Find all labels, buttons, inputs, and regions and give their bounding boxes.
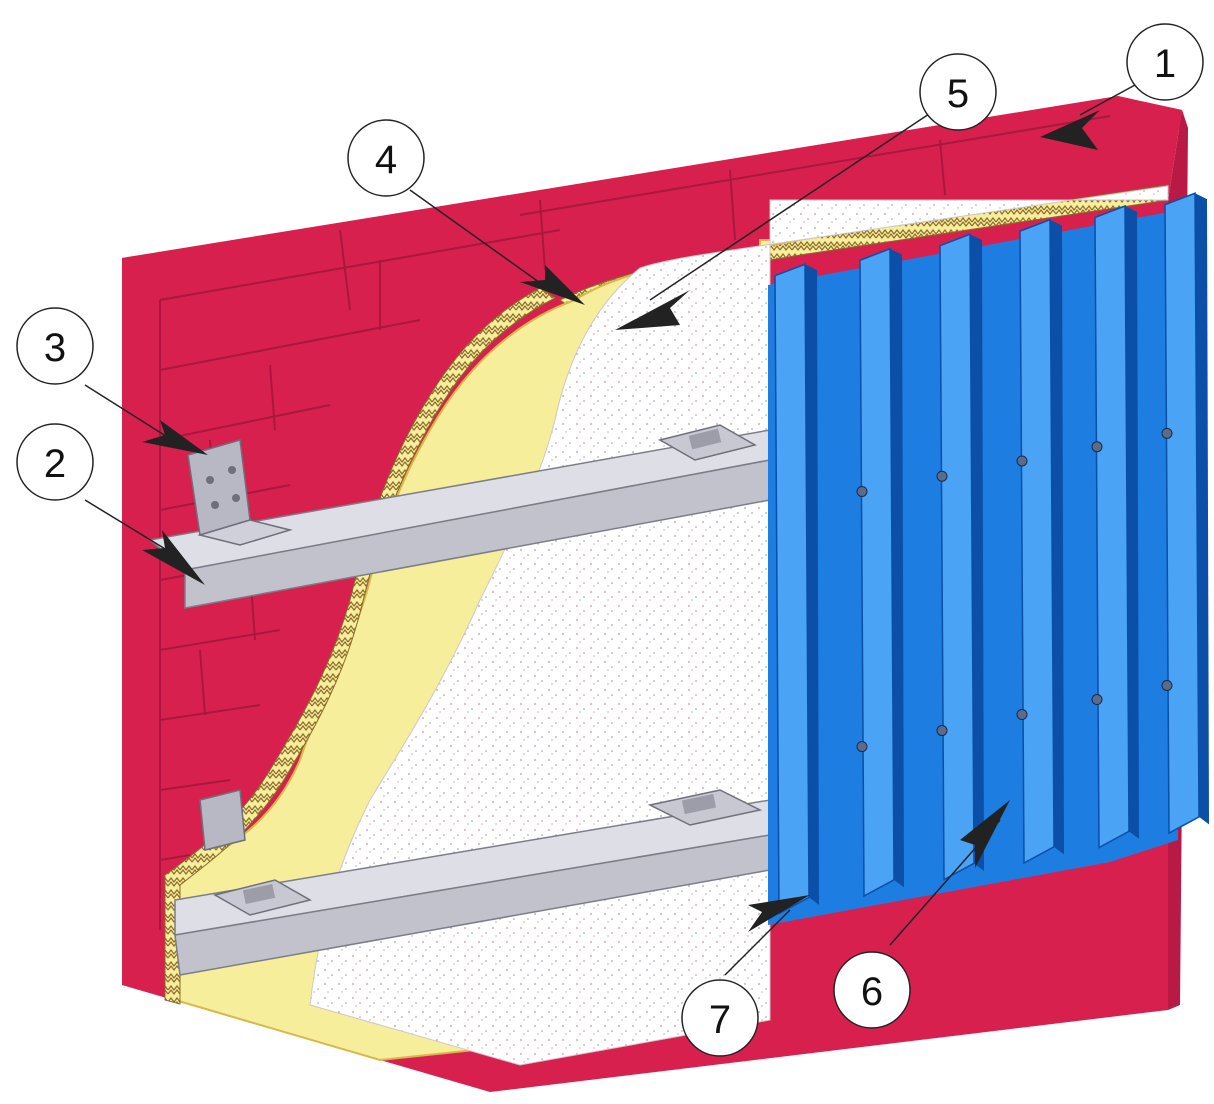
svg-text:2: 2 <box>44 442 66 486</box>
cladding-rib-shadow <box>890 248 904 888</box>
wall-bracket-upper <box>187 439 293 546</box>
callout-5: 5 <box>919 53 997 131</box>
cladding-screw <box>1016 455 1028 467</box>
svg-text:6: 6 <box>861 970 883 1014</box>
cladding-rib-shadow <box>970 234 984 871</box>
wall-bracket-lower <box>199 789 246 851</box>
callout-6: 6 <box>833 951 911 1029</box>
callout-4: 4 <box>347 119 425 197</box>
arrow-2 <box>142 530 205 585</box>
bracket-clip-upper-1 <box>658 424 757 461</box>
profiled-cladding-sheet <box>768 192 1209 925</box>
cladding-rib <box>939 233 975 881</box>
cladding-rib-shadow <box>1195 193 1209 825</box>
cladding-screw <box>1091 441 1103 453</box>
cladding-rib <box>1094 204 1130 849</box>
bracket-clip-lower-1 <box>647 789 763 826</box>
svg-text:3: 3 <box>44 326 66 370</box>
leader-lines <box>84 84 1136 976</box>
callout-1: 1 <box>1126 23 1204 101</box>
cladding-rib <box>1164 192 1200 835</box>
cladding-rib-shadow <box>1125 206 1139 839</box>
cladding-rib <box>774 263 810 915</box>
svg-text:5: 5 <box>947 72 969 116</box>
arrow-6 <box>960 800 1010 868</box>
cladding-rib-shadow <box>805 264 819 905</box>
svg-text:7: 7 <box>709 998 731 1042</box>
cladding-screw <box>1161 680 1173 692</box>
arrow-7 <box>748 895 810 932</box>
cladding-rib-shadow <box>1050 219 1064 855</box>
svg-text:1: 1 <box>1154 42 1176 86</box>
cladding-screw <box>856 741 868 753</box>
arrow-3 <box>142 420 208 455</box>
callout-7: 7 <box>681 979 759 1057</box>
cladding-screw <box>1016 709 1028 721</box>
cladding-screw <box>1161 427 1173 439</box>
callout-3: 3 <box>16 307 94 385</box>
cladding-screw <box>1091 694 1103 706</box>
cladding-rib <box>859 247 895 898</box>
callout-2: 2 <box>16 423 94 501</box>
cladding-screw <box>856 485 868 497</box>
arrow-4 <box>520 265 585 305</box>
svg-text:4: 4 <box>375 138 397 182</box>
arrow-5 <box>615 290 690 330</box>
cladding-screw <box>936 725 948 737</box>
bracket-clip-lower-2 <box>213 879 312 916</box>
brick-mortar-lines <box>159 115 1111 930</box>
cladding-screw <box>936 470 948 482</box>
arrowheads <box>142 110 1100 932</box>
cladding-rib <box>1019 218 1055 865</box>
insulation-cut-edge <box>164 287 556 1005</box>
arrow-1 <box>1040 110 1100 150</box>
